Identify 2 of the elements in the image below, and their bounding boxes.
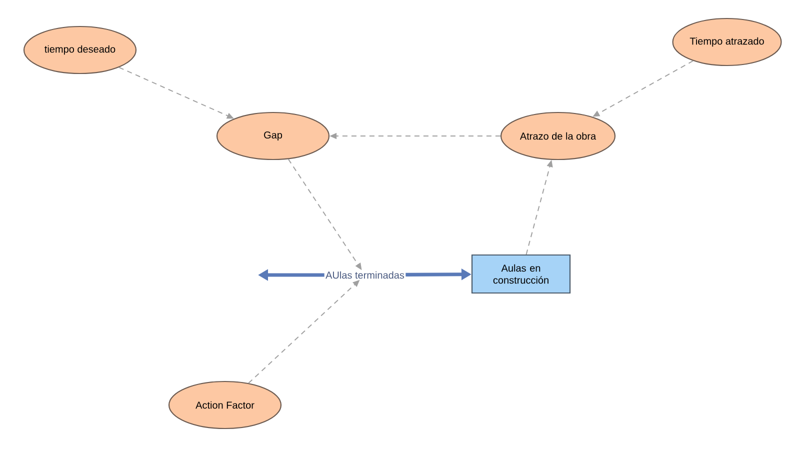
flow-label: AUlas terminadas [324, 270, 406, 280]
stock-box: Aulas en construcción [471, 254, 571, 294]
